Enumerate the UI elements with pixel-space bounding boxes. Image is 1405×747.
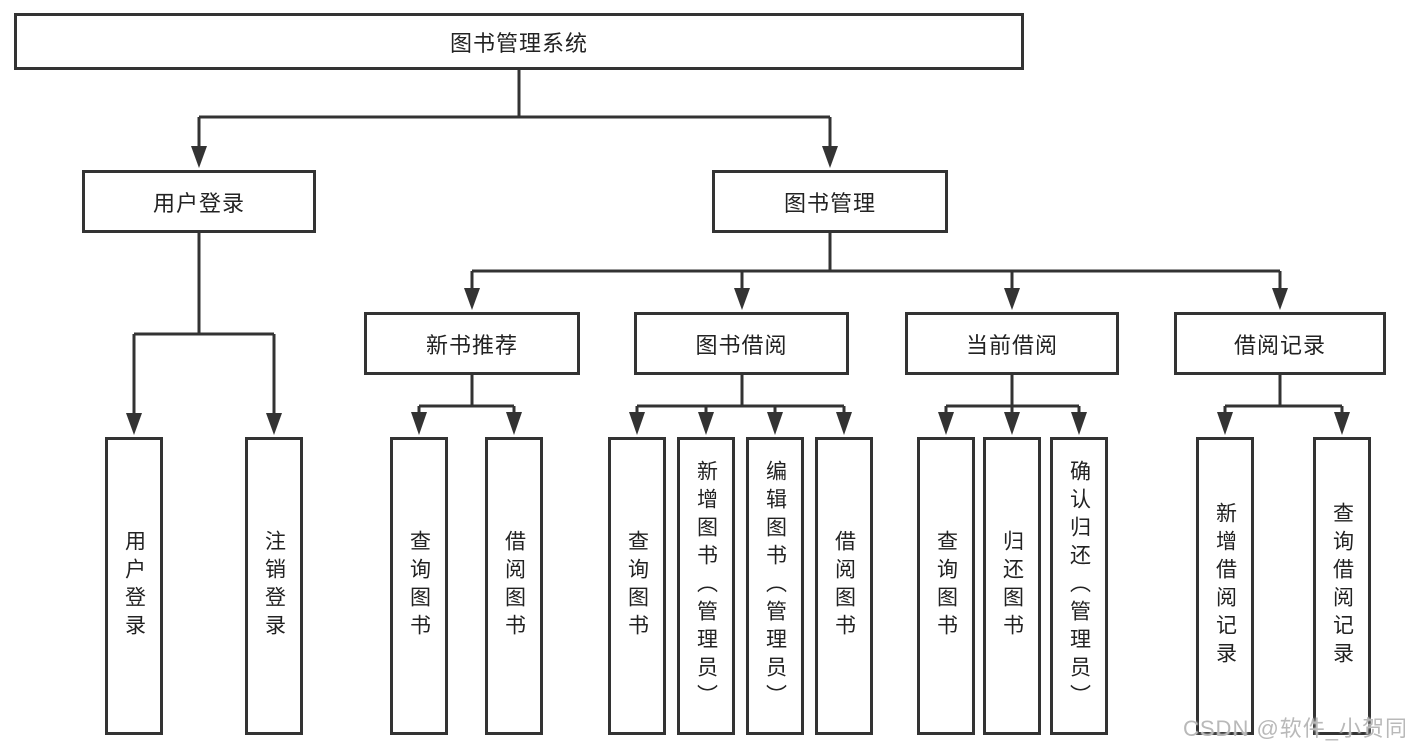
leaf-add-books-admin: 新增图书（管理员） — [677, 437, 735, 735]
leaf-borrow-books-recommend: 借阅图书 — [485, 437, 543, 735]
node-library-management-system: 图书管理系统 — [14, 13, 1024, 70]
node-current-borrowing: 当前借阅 — [905, 312, 1119, 375]
leaf-add-borrow-record: 新增借阅记录 — [1196, 437, 1254, 735]
leaf-query-books-current: 查询图书 — [917, 437, 975, 735]
node-borrowing-records: 借阅记录 — [1174, 312, 1386, 375]
leaf-query-books-borrow: 查询图书 — [608, 437, 666, 735]
leaf-confirm-return-admin: 确认归还（管理员） — [1050, 437, 1108, 735]
node-new-book-recommendation: 新书推荐 — [364, 312, 580, 375]
leaf-logout: 注销登录 — [245, 437, 303, 735]
node-user-login: 用户登录 — [82, 170, 316, 233]
leaf-return-books: 归还图书 — [983, 437, 1041, 735]
node-book-borrowing: 图书借阅 — [634, 312, 849, 375]
leaf-borrow-books: 借阅图书 — [815, 437, 873, 735]
csdn-watermark: CSDN @软件_小贺同学 — [1183, 716, 1405, 741]
leaf-query-books-recommend: 查询图书 — [390, 437, 448, 735]
leaf-query-borrow-record: 查询借阅记录 — [1313, 437, 1371, 735]
node-book-management: 图书管理 — [712, 170, 948, 233]
leaf-edit-books-admin: 编辑图书（管理员） — [746, 437, 804, 735]
leaf-user-login: 用户登录 — [105, 437, 163, 735]
